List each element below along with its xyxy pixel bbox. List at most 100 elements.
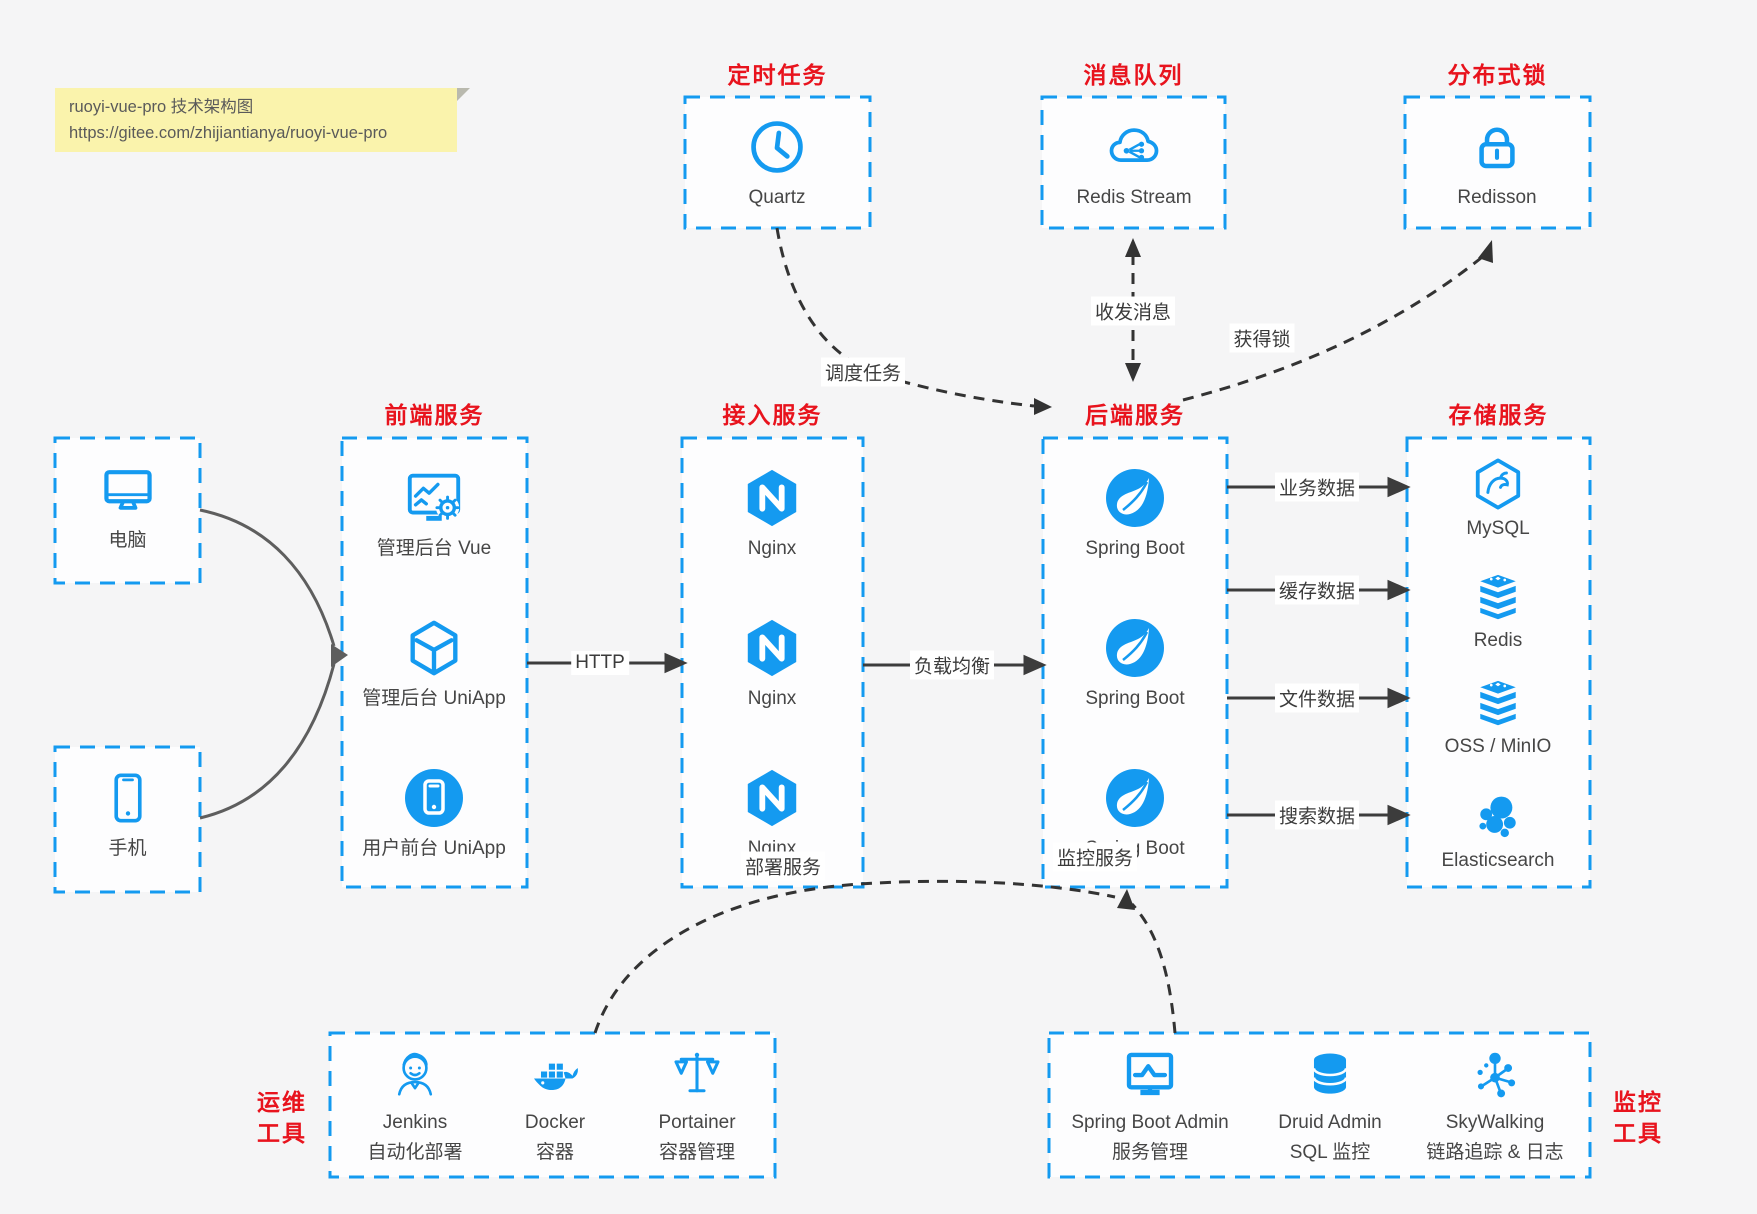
item-label: Spring Boot Admin — [1071, 1112, 1229, 1133]
item-pc-client: 电脑 — [55, 458, 200, 552]
mobile-app-icon — [402, 766, 466, 830]
item-spring-boot-admin: Spring Boot Admin 服务管理 — [1060, 1046, 1240, 1164]
ops-tools-label: 运维 工具 — [257, 1089, 307, 1146]
item-sublabel: 链路追踪 & 日志 — [1426, 1142, 1564, 1163]
ops-tools-box — [328, 1031, 777, 1179]
docker-whale-icon — [526, 1046, 584, 1104]
item-label: Quartz — [748, 187, 806, 208]
item-spring-boot-2: Spring Boot — [1045, 616, 1225, 710]
dashboard-gear-icon — [403, 466, 465, 530]
item-label: Redisson — [1457, 187, 1537, 208]
spring-leaf-icon — [1103, 766, 1167, 830]
mobile-to-frontend-arrow — [199, 663, 336, 820]
message-queue-box — [1040, 95, 1227, 230]
nginx-icon — [741, 616, 803, 680]
lock-arrowhead — [1478, 240, 1493, 263]
item-label: Spring Boot — [1085, 538, 1185, 559]
item-spring-boot-1: Spring Boot — [1045, 466, 1225, 560]
distributed-lock-title: 分布式锁 — [1447, 62, 1548, 88]
item-user-uniapp: 用户前台 UniApp — [344, 766, 524, 860]
item-docker: Docker 容器 — [465, 1046, 645, 1164]
item-label: 管理后台 UniApp — [362, 688, 506, 709]
item-label: Elasticsearch — [1441, 850, 1555, 871]
message-up-arrowhead — [1125, 238, 1141, 257]
item-label: Docker — [524, 1112, 586, 1133]
item-label: Nginx — [747, 688, 797, 709]
deploy-service-arrow — [593, 879, 1116, 1034]
clock-icon — [747, 115, 807, 179]
edge-label-schedule-job: 调度任务 — [820, 357, 906, 387]
item-admin-uniapp: 管理后台 UniApp — [344, 616, 524, 710]
item-label: Spring Boot — [1085, 688, 1185, 709]
item-redisson: Redisson — [1407, 115, 1587, 209]
item-quartz: Quartz — [687, 115, 867, 209]
gateway-services-title: 接入服务 — [722, 402, 823, 428]
item-label: Redis — [1473, 630, 1523, 651]
elasticsearch-icon — [1471, 790, 1525, 842]
item-label: SkyWalking — [1445, 1112, 1545, 1133]
item-label: OSS / MinIO — [1444, 736, 1552, 757]
monitor-chart-icon — [1121, 1046, 1179, 1104]
topology-icon — [1467, 1046, 1523, 1104]
acquire-lock-arrow — [1182, 252, 1487, 402]
item-redis: Redis — [1408, 570, 1588, 652]
sticky-note: ruoyi-vue-pro 技术架构图 https://gitee.com/zh… — [55, 88, 470, 152]
desktop-icon — [97, 458, 159, 522]
item-sublabel: 服务管理 — [1111, 1142, 1188, 1163]
item-elasticsearch: Elasticsearch — [1408, 790, 1588, 872]
item-portainer: Portainer 容器管理 — [607, 1046, 787, 1164]
clients-arrowhead — [331, 644, 348, 667]
storage-services-title: 存储服务 — [1448, 402, 1549, 428]
edge-label-load-balance: 负载均衡 — [909, 650, 995, 680]
item-label: Jenkins — [382, 1112, 448, 1133]
item-label: 手机 — [108, 838, 147, 859]
pc-to-frontend-arrow — [199, 508, 336, 647]
message-down-arrowhead — [1125, 363, 1141, 382]
item-nginx-3: Nginx — [682, 766, 862, 860]
schedule-arrowhead — [1034, 398, 1052, 415]
storage-stack-icon — [1471, 676, 1525, 728]
edge-label-business-data: 业务数据 — [1274, 472, 1360, 502]
uniapp-cube-icon — [403, 616, 465, 680]
note-url-line: https://gitee.com/zhijiantianya/ruoyi-vu… — [69, 124, 388, 142]
item-label: 用户前台 UniApp — [362, 838, 506, 859]
item-label: Nginx — [747, 538, 797, 559]
item-skywalking: SkyWalking 链路追踪 & 日志 — [1405, 1046, 1585, 1164]
edge-label-send-receive: 收发消息 — [1090, 296, 1176, 326]
item-mysql: MySQL — [1408, 458, 1588, 540]
item-sublabel: SQL 监控 — [1289, 1142, 1371, 1163]
lock-icon — [1468, 115, 1526, 179]
nginx-icon — [741, 766, 803, 830]
scheduled-task-title: 定时任务 — [727, 62, 828, 88]
edge-label-deploy: 部署服务 — [740, 851, 826, 881]
item-label: Portainer — [658, 1112, 736, 1133]
edge-label-file-data: 文件数据 — [1274, 683, 1360, 713]
item-label: Druid Admin — [1278, 1112, 1382, 1133]
item-label: Redis Stream — [1076, 187, 1192, 208]
item-nginx-2: Nginx — [682, 616, 862, 710]
frontend-services-title: 前端服务 — [384, 402, 485, 428]
nginx-icon — [741, 466, 803, 530]
item-label: 电脑 — [108, 530, 147, 551]
deploy-monitor-arrowhead — [1117, 889, 1135, 910]
scheduled-task-box — [683, 95, 872, 230]
distributed-lock-box — [1403, 95, 1592, 230]
smartphone-icon — [99, 766, 157, 830]
edge-label-acquire-lock: 获得锁 — [1229, 323, 1295, 353]
schedule-task-arrow — [775, 227, 1035, 408]
portainer-scales-icon — [669, 1046, 725, 1104]
edge-label-monitor: 监控服务 — [1052, 842, 1138, 872]
item-label: MySQL — [1466, 518, 1530, 539]
item-druid-admin: Druid Admin SQL 监控 — [1240, 1046, 1420, 1164]
note-title-line: ruoyi-vue-pro 技术架构图 — [69, 98, 254, 116]
edge-label-cache-data: 缓存数据 — [1274, 575, 1360, 605]
edge-label-http: HTTP — [571, 651, 629, 675]
pc-client-box — [53, 436, 202, 585]
spring-leaf-icon — [1103, 616, 1167, 680]
jenkins-icon — [387, 1046, 443, 1104]
item-nginx-1: Nginx — [682, 466, 862, 560]
spring-leaf-icon — [1103, 466, 1167, 530]
item-label: 管理后台 Vue — [376, 538, 492, 559]
mysql-icon — [1471, 458, 1525, 510]
item-admin-vue: 管理后台 Vue — [344, 466, 524, 560]
